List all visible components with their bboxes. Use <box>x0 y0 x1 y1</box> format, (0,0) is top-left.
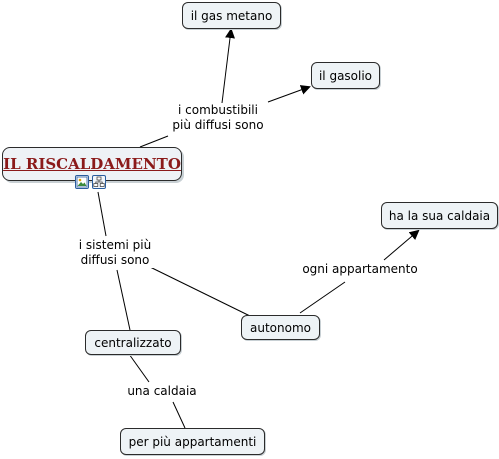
submap-icon[interactable] <box>92 175 106 189</box>
arrow-to-gas-metano <box>221 28 235 104</box>
line-autonomo-to-ogni-appartamento <box>299 281 346 314</box>
link-phrase-ogni-appartamento-text: ogni appartamento <box>302 262 418 276</box>
link-phrase-sistemi: i sistemi più diffusi sono <box>70 238 160 268</box>
concept-gasolio-label: il gasolio <box>318 68 373 83</box>
link-phrase-ogni-appartamento: ogni appartamento <box>298 262 422 277</box>
link-phrase-combustibili-line-1: i combustibili <box>178 103 258 117</box>
concept-autonomo-label: autonomo <box>250 320 311 335</box>
concept-autonomo[interactable]: autonomo <box>241 315 320 340</box>
line-una-caldaia-to-piu-appartamenti <box>172 401 186 429</box>
link-phrase-sistemi-line-2: diffusi sono <box>80 253 150 267</box>
concept-gasolio[interactable]: il gasolio <box>311 62 380 89</box>
concept-centralizzato-label: centralizzato <box>94 335 172 350</box>
arrow-to-caldaia-propria <box>383 229 420 261</box>
concept-centralizzato[interactable]: centralizzato <box>85 330 181 355</box>
link-phrase-combustibili-line-2: più diffusi sono <box>172 118 264 132</box>
line-main-to-sistemi <box>97 191 107 237</box>
link-phrase-combustibili: i combustibili più diffusi sono <box>164 103 272 133</box>
concept-caldaia-propria-label: ha la sua caldaia <box>388 208 491 223</box>
main-concept-title: IL RISCALDAMENTO <box>3 155 181 173</box>
concept-gas-metano-label: il gas metano <box>190 8 273 23</box>
image-icon[interactable] <box>75 175 89 189</box>
concept-caldaia-propria[interactable]: ha la sua caldaia <box>381 202 498 229</box>
line-sistemi-to-autonomo <box>147 265 251 317</box>
arrow-to-gasolio <box>267 85 311 103</box>
link-phrase-una-caldaia: una caldaia <box>124 384 200 399</box>
line-sistemi-to-centralizzato <box>116 269 131 331</box>
concept-gas-metano[interactable]: il gas metano <box>182 2 281 29</box>
line-centralizzato-to-una-caldaia <box>128 353 150 383</box>
link-phrase-una-caldaia-text: una caldaia <box>127 384 197 398</box>
link-phrase-sistemi-line-1: i sistemi più <box>78 238 152 252</box>
line-main-to-combustibili <box>139 135 169 148</box>
concept-piu-appartamenti[interactable]: per più appartamenti <box>120 428 265 455</box>
concept-piu-appartamenti-label: per più appartamenti <box>128 434 257 449</box>
